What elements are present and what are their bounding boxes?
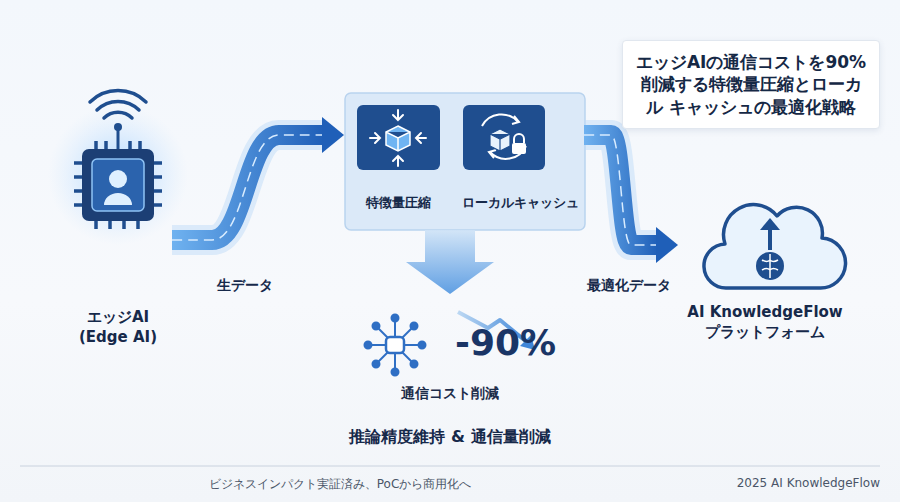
process-panel [345,93,585,230]
flow-arrow [172,117,344,240]
cloud-platform-icon [704,205,846,288]
edge-ai-node: エッジAI (Edge AI) [64,140,172,347]
platform-node: AI KnowledgeFlow プラットフォーム [680,195,850,342]
arrow-glow [584,135,658,245]
node-label: エッジAI (Edge AI) [64,308,172,347]
edge-label: 生データ [200,277,290,295]
node-label: 特徴量圧縮 [350,195,446,212]
process-node: 特徴量圧縮 [350,103,446,212]
arrow-glow [172,135,324,240]
edge-chip-icon [48,91,188,245]
reduction-arrow [406,230,494,294]
node-label: AI KnowledgeFlow プラットフォーム [680,303,850,342]
cache-icon [463,105,545,170]
network-icon [365,315,426,376]
footer-credit: 2025 AI KnowledgeFlow [700,476,880,490]
flow-arrow [584,135,678,263]
benefit-statement: 推論精度維持 & 通信量削減 [300,427,600,448]
arrow-band [172,135,324,240]
reduction-figure: -90% [455,322,556,363]
process-node: ローカルキャッシュ [456,103,584,212]
arrow-head [656,227,678,263]
footer-caption: ビジネスインパクト実証済み、PoCから商用化へ [150,476,530,493]
arrow-streak [172,135,324,240]
reduction-caption: 通信コスト削減 [370,385,530,403]
title-box: エッジAIの通信コストを90% 削減する特徴量圧縮とローカル キャッシュの最適化… [622,40,880,129]
compression-icon [357,105,440,170]
edge-label: 最適化データ [574,277,684,295]
node-label: ローカルキャッシュ [456,195,584,212]
arrow-streak [584,135,658,245]
arrow-head [322,117,344,153]
arrow-band [584,135,658,245]
footer-rule [20,466,880,467]
